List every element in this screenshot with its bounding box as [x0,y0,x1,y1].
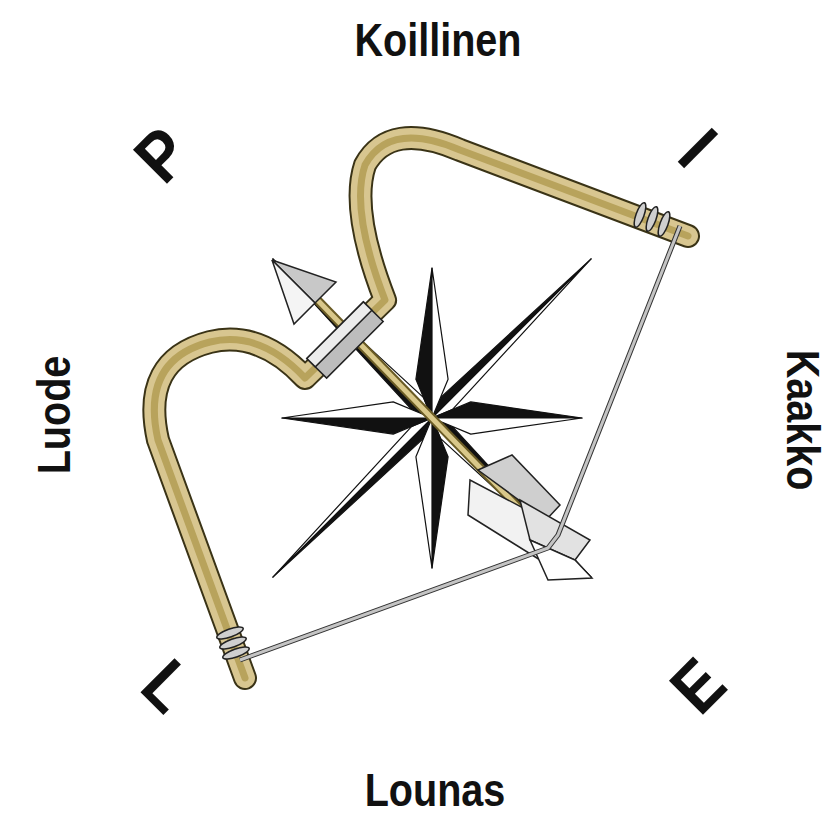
compass-point [432,268,448,418]
corner-letter: P [122,115,201,194]
corner-letter: I [667,117,729,179]
bow-limb [154,138,688,678]
direction-label: Koillinen [354,17,521,63]
corner-letter: E [658,646,737,725]
compass-point [432,259,591,418]
bow-limb [154,138,688,678]
compass-point [273,418,432,577]
compass-rose [273,259,591,577]
arrowhead [272,260,315,324]
corner-letter: L [130,648,207,725]
compass-point [432,418,448,568]
bow-grip [307,302,383,378]
compass-point [282,418,432,434]
compass-point [432,259,591,418]
compass-point [282,402,432,418]
bow-string [240,226,680,660]
direction-label: Kaakko [780,350,826,491]
direction-label: Lounas [365,767,506,813]
arrow-fletching [530,540,592,580]
string-wrap [215,201,672,661]
bow-string [240,226,680,660]
compass-point [432,418,582,434]
compass-point [432,402,582,418]
direction-label: Luode [31,356,77,475]
bow-limb [154,138,688,678]
compass-point [273,418,432,577]
compass-point [416,268,432,418]
compass-point [416,418,432,568]
